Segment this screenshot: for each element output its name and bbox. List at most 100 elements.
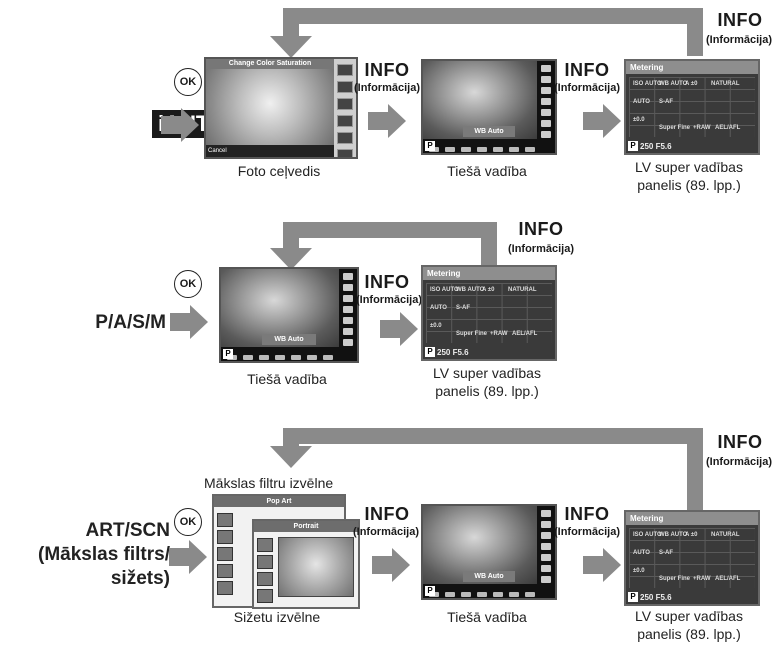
panel-cell: ±0.0 xyxy=(430,323,442,329)
panel-cell: Super Fine xyxy=(659,125,690,131)
row1-ok-button-icon: OK xyxy=(174,68,202,96)
live-bottom-bar xyxy=(423,139,555,153)
row3-caption-panel-2: panelis (89. lpp.) xyxy=(604,625,774,643)
row2-info-sub-right: (Informācija) xyxy=(500,243,582,255)
row2-info-label-1: INFO xyxy=(356,272,418,293)
panel-cell: AEL/AFL xyxy=(715,576,740,582)
row1-feedback-arrow-left xyxy=(283,8,299,38)
panel-footer: 250 F5.6 xyxy=(437,348,469,357)
panel-cell: WB AUTO xyxy=(659,81,687,87)
panel-cell: +RAW xyxy=(490,331,508,337)
panel-cell: NATURAL xyxy=(711,81,740,87)
live-wb-auto: WB Auto xyxy=(262,334,316,345)
row1-info-sub-2: (Informācija) xyxy=(551,82,623,94)
guide-cancel: Cancel xyxy=(206,145,334,157)
row1-feedback-arrow-top xyxy=(283,8,703,24)
row1-feedback-arrowhead xyxy=(270,36,312,58)
row3-feedback-arrow-left xyxy=(283,428,299,448)
row2-super-control-panel: Metering ISO AUTO WB AUTO A ±0 NATURAL A… xyxy=(421,265,557,361)
row2-caption-panel-1: LV super vadības xyxy=(402,364,572,382)
live-bottom-bar xyxy=(423,584,555,598)
panel-cell: Super Fine xyxy=(456,331,487,337)
panel-cell: AUTO xyxy=(633,99,650,105)
live-wb-auto: WB Auto xyxy=(463,571,516,582)
live-wb-auto: WB Auto xyxy=(463,126,516,137)
scene-menu-thumbs xyxy=(256,535,274,597)
row3-feedback-arrow-top xyxy=(283,428,703,444)
row3-mode-label-3: sižets) xyxy=(20,568,170,590)
panel-cell: S-AF xyxy=(659,550,673,556)
live-mode-badge: P xyxy=(425,586,435,596)
panel-mode-badge: P xyxy=(628,141,638,151)
panel-cell: NATURAL xyxy=(508,287,537,293)
panel-cell: AEL/AFL xyxy=(715,125,740,131)
panel-footer: 250 F5.6 xyxy=(640,593,672,602)
row3-scene-menu: Portrait xyxy=(252,519,360,609)
row3-ok-button-icon: OK xyxy=(174,508,202,536)
row2-caption-live: Tiešā vadība xyxy=(219,370,355,388)
row3-info-sub-1: (Informācija) xyxy=(350,526,422,538)
panel-cell: AEL/AFL xyxy=(512,331,537,337)
row3-super-control-panel: Metering ISO AUTO WB AUTO A ±0 NATURAL A… xyxy=(624,510,760,606)
row3-info-label-2: INFO xyxy=(556,504,618,525)
row1-photo-guide-screen: Change Color Saturation Cancel xyxy=(204,57,358,159)
panel-cell: +RAW xyxy=(693,125,711,131)
art-menu-thumbs xyxy=(216,510,234,596)
row3-caption-panel-1: LV super vadības xyxy=(604,607,774,625)
guide-option-column xyxy=(334,59,356,157)
panel-cell: AUTO xyxy=(633,550,650,556)
scene-menu-photo xyxy=(278,537,354,597)
row3-caption-live: Tiešā vadība xyxy=(421,608,553,626)
live-bottom-bar xyxy=(221,347,357,361)
panel-cell: A ±0 xyxy=(482,287,494,293)
row2-arrow-2 xyxy=(380,312,418,346)
panel-cell: A ±0 xyxy=(685,81,697,87)
row2-mode-label: P/A/S/M xyxy=(76,312,166,334)
row2-info-label-right: INFO xyxy=(505,219,577,240)
panel-cell: ±0.0 xyxy=(633,568,645,574)
row2-caption-panel-2: panelis (89. lpp.) xyxy=(402,382,572,400)
row1-caption-live: Tiešā vadība xyxy=(421,162,553,180)
row1-arrow-3 xyxy=(583,104,621,138)
panel-cell: A ±0 xyxy=(685,532,697,538)
row1-caption-panel-1: LV super vadības xyxy=(604,158,774,176)
row2-arrow-1 xyxy=(170,305,208,339)
row3-info-sub-right: (Informācija) xyxy=(697,456,781,468)
row3-feedback-arrowhead xyxy=(270,446,312,468)
row1-info-sub-right: (Informācija) xyxy=(697,34,781,46)
row3-arrow-1 xyxy=(169,540,207,574)
row2-live-control-screen: WB Auto P xyxy=(219,267,359,363)
panel-cell: +RAW xyxy=(693,576,711,582)
row3-mode-label-2: (Mākslas filtrs/ xyxy=(8,544,170,566)
row3-arrow-3 xyxy=(583,548,621,582)
row3-caption-scene-menu: Sižetu izvēlne xyxy=(212,608,342,626)
row2-feedback-arrow-right xyxy=(481,222,497,268)
row3-mode-label-1: ART/SCN xyxy=(20,520,170,542)
art-menu-header: Pop Art xyxy=(214,496,344,507)
row1-arrow-2 xyxy=(368,104,406,138)
panel-cell: Super Fine xyxy=(659,576,690,582)
panel-header: Metering xyxy=(626,512,758,525)
panel-grid: ISO AUTO WB AUTO A ±0 NATURAL AUTO S-AF … xyxy=(629,528,755,588)
row3-info-label-1: INFO xyxy=(356,504,418,525)
guide-photo xyxy=(206,69,334,145)
row1-info-label-1: INFO xyxy=(356,60,418,81)
row2-info-sub-1: (Informācija) xyxy=(353,294,425,306)
live-mode-badge: P xyxy=(223,349,233,359)
row3-info-sub-2: (Informācija) xyxy=(551,526,623,538)
panel-cell: ISO AUTO xyxy=(633,532,662,538)
row1-arrow-1 xyxy=(161,108,199,142)
panel-mode-badge: P xyxy=(425,347,435,357)
panel-cell: WB AUTO xyxy=(456,287,484,293)
panel-cell: ±0.0 xyxy=(633,117,645,123)
row1-info-sub-1: (Informācija) xyxy=(351,82,423,94)
panel-cell: AUTO xyxy=(430,305,447,311)
row1-info-label-2: INFO xyxy=(556,60,618,81)
panel-cell: ISO AUTO xyxy=(633,81,662,87)
panel-header: Metering xyxy=(626,61,758,74)
row3-arrow-2 xyxy=(372,548,410,582)
row1-caption-guide: Foto ceļvedis xyxy=(204,162,354,180)
row3-caption-art-menu: Mākslas filtru izvēlne xyxy=(204,474,384,492)
row1-info-label-right: INFO xyxy=(700,10,780,31)
guide-header: Change Color Saturation xyxy=(206,59,334,69)
